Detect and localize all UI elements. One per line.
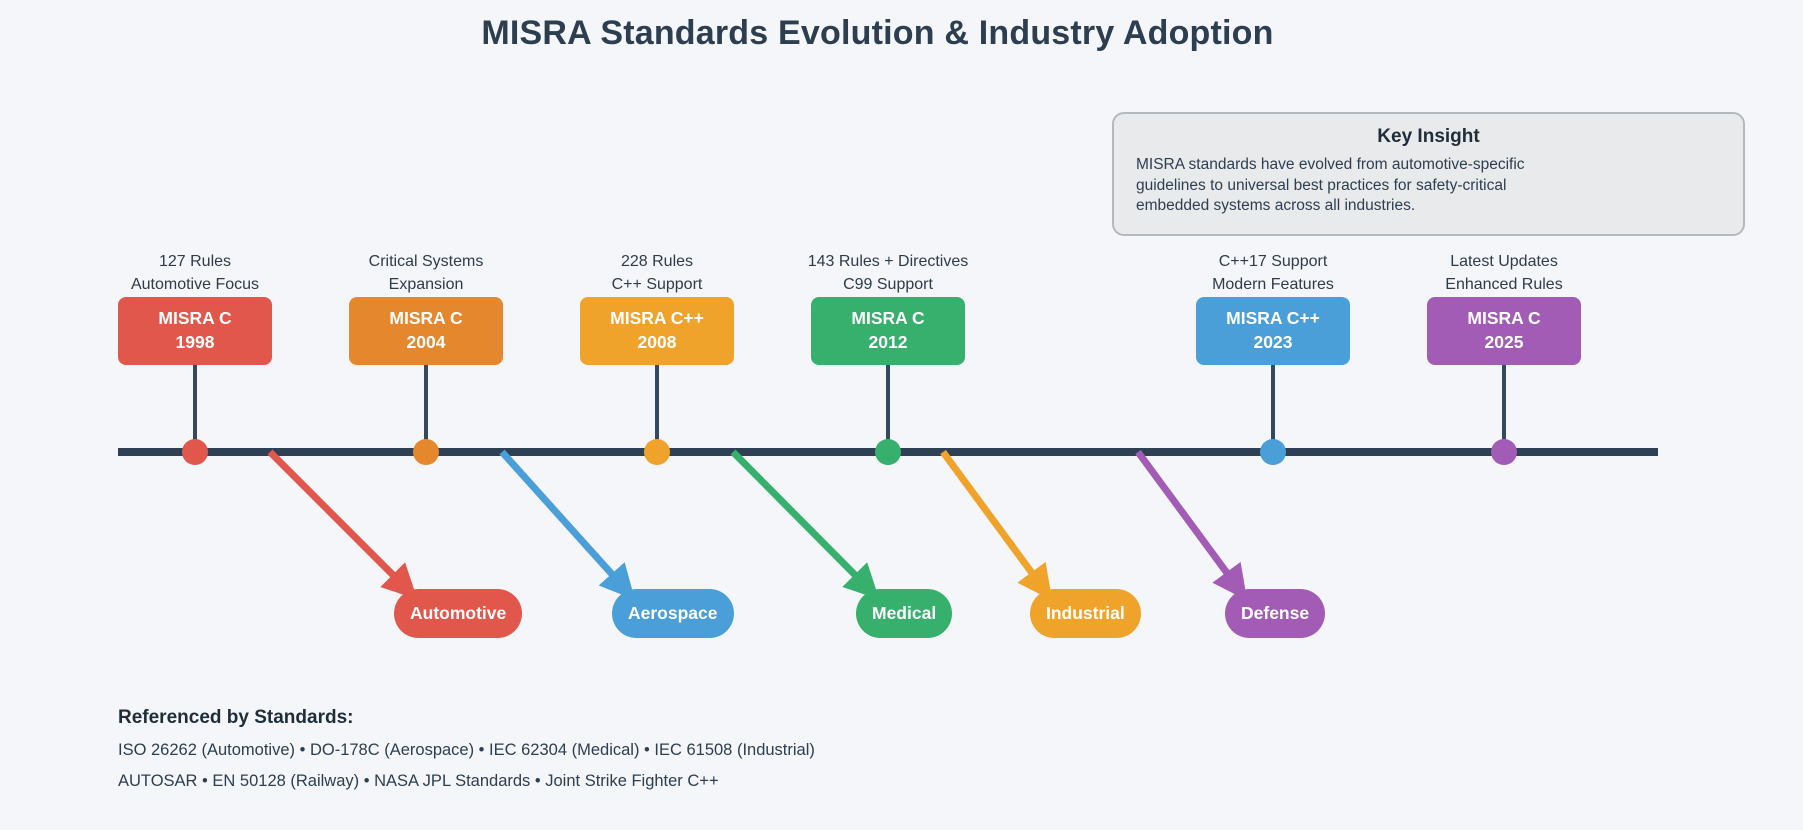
milestone-2004-box: MISRA C 2004 <box>349 297 503 365</box>
milestone-1998-desc-line1: 127 Rules <box>158 253 232 270</box>
industry-pill-defense: Defense <box>1225 589 1326 638</box>
milestone-2008-desc-line2: C++ Support <box>611 276 703 293</box>
industry-pill-medical: Medical <box>856 589 953 638</box>
milestone-1998-name: MISRA C <box>158 308 232 328</box>
milestone-2008-year: 2008 <box>637 332 677 352</box>
industry-pill-industrial-label: Industrial <box>1046 603 1125 623</box>
milestone-2023-box: MISRA C++ 2023 <box>1196 297 1350 365</box>
milestone-2008-desc: 228 Rules C++ Support <box>527 250 787 296</box>
industry-pill-automotive-label: Automotive <box>410 603 507 623</box>
milestone-2025-desc-line1: Latest Updates <box>1450 253 1558 270</box>
references-line-2: AUTOSAR • EN 50128 (Railway) • NASA JPL … <box>118 772 719 790</box>
arrow-medical <box>730 449 880 600</box>
milestone-2023-year: 2023 <box>1253 332 1293 352</box>
milestone-2008-name: MISRA C++ <box>610 308 704 328</box>
milestone-2004-desc: Critical Systems Expansion <box>296 250 556 296</box>
industry-pill-industrial: Industrial <box>1030 589 1141 638</box>
milestone-2023-desc: C++17 Support Modern Features <box>1143 250 1403 296</box>
milestone-2023-name: MISRA C++ <box>1226 308 1320 328</box>
arrow-aerospace <box>499 449 636 600</box>
references-line-1: ISO 26262 (Automotive) • DO-178C (Aerosp… <box>118 741 815 759</box>
key-insight-title: Key Insight <box>1377 126 1480 147</box>
industry-pill-automotive: Automotive <box>394 589 523 638</box>
milestone-2025-year: 2025 <box>1484 332 1524 352</box>
milestone-1998-year: 1998 <box>175 332 215 352</box>
milestone-2012-name: MISRA C <box>851 308 925 328</box>
milestone-2012-desc-line2: C99 Support <box>843 276 933 293</box>
milestone-2004-name: MISRA C <box>389 308 463 328</box>
milestone-2023-desc-line1: C++17 Support <box>1218 253 1328 270</box>
milestone-2004-desc-line1: Critical Systems <box>368 253 484 270</box>
page-title: MISRA Standards Evolution & Industry Ado… <box>481 14 1274 52</box>
milestone-1998-desc-line2: Automotive Focus <box>130 276 260 293</box>
key-insight-text: MISRA standards have evolved from automo… <box>1136 156 1525 214</box>
milestone-2004-year: 2004 <box>406 332 446 352</box>
milestone-2004-desc-line2: Expansion <box>388 276 464 293</box>
milestone-2008-dot <box>644 439 670 465</box>
milestone-2012-year: 2012 <box>868 332 908 352</box>
milestone-2023-dot <box>1260 439 1286 465</box>
industry-pill-defense-label: Defense <box>1241 603 1310 623</box>
milestone-1998-desc: 127 Rules Automotive Focus <box>65 250 325 296</box>
milestone-2025-desc-line2: Enhanced Rules <box>1445 276 1563 293</box>
milestone-2012-dot <box>875 439 901 465</box>
milestone-2023-desc-line2: Modern Features <box>1212 276 1334 293</box>
references-heading: Referenced by Standards: <box>118 707 354 728</box>
milestone-2004-dot <box>413 439 439 465</box>
milestone-2025-name: MISRA C <box>1467 308 1541 328</box>
milestone-1998-box: MISRA C 1998 <box>118 297 272 365</box>
milestone-2025-desc: Latest Updates Enhanced Rules <box>1374 250 1634 296</box>
milestone-2008-box: MISRA C++ 2008 <box>580 297 734 365</box>
industry-pill-medical-label: Medical <box>872 603 937 623</box>
industry-pill-aerospace: Aerospace <box>612 589 734 638</box>
industry-pill-aerospace-label: Aerospace <box>628 603 718 623</box>
milestone-2008-desc-line1: 228 Rules <box>620 253 694 270</box>
milestone-2025-box: MISRA C 2025 <box>1427 297 1581 365</box>
arrow-industrial <box>940 449 1053 601</box>
arrow-defense <box>1135 449 1248 601</box>
milestone-2012-desc: 143 Rules + Directives C99 Support <box>758 250 1018 296</box>
milestone-2012-desc-line1: 143 Rules + Directives <box>807 253 969 270</box>
milestone-2012-box: MISRA C 2012 <box>811 297 965 365</box>
milestone-1998-dot <box>182 439 208 465</box>
key-insight-box: Key Insight MISRA standards have evolved… <box>1112 112 1745 236</box>
arrow-automotive <box>267 449 418 600</box>
milestone-2025-dot <box>1491 439 1517 465</box>
